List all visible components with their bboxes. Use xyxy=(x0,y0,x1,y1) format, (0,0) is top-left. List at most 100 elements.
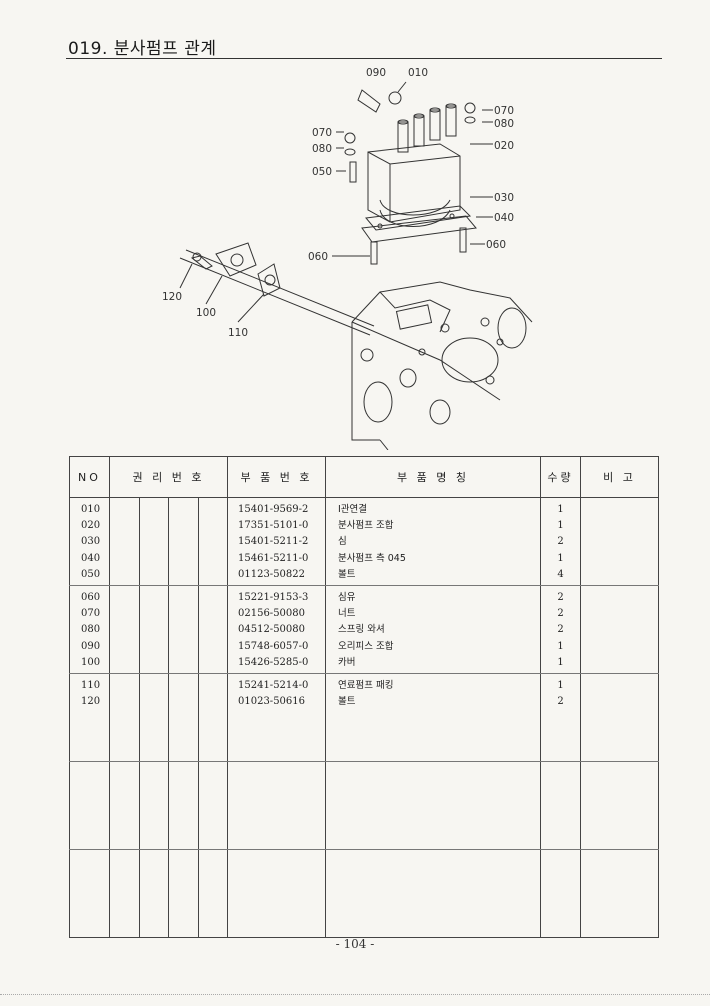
col-header-no: NO xyxy=(69,456,110,498)
rights-no-cell xyxy=(109,849,228,938)
title-underline xyxy=(66,58,662,59)
table-cell: 볼트 xyxy=(338,568,356,580)
qty-cell: 1 1 2 1 4 xyxy=(540,497,581,586)
remarks-cell xyxy=(580,585,659,674)
table-cell: 분사펌프 측 045 xyxy=(338,552,406,564)
callout-label: 090 xyxy=(366,67,386,79)
table-cell: 050 xyxy=(81,568,101,580)
part-no-cell xyxy=(227,849,326,938)
callout-label: 070 xyxy=(312,127,332,139)
table-cell: 스프링 와셔 xyxy=(338,624,385,636)
table-cell: 090 xyxy=(81,640,101,652)
table-cell: 오리피스 조합 xyxy=(338,640,394,652)
callout-label: 040 xyxy=(494,212,514,224)
remarks-cell xyxy=(580,849,659,938)
part-name-cell xyxy=(325,849,541,938)
no-cell: 060 070 080 090 100 xyxy=(69,585,110,674)
callout-label: 100 xyxy=(196,307,216,319)
table-cell: 1 xyxy=(557,552,564,564)
table-cell: 15401-9569-2 xyxy=(238,504,309,515)
table-cell: 010 xyxy=(81,504,101,515)
table-cell: 2 xyxy=(557,608,564,620)
table-cell: 심유 xyxy=(338,592,356,603)
table-cell: 심 xyxy=(338,536,347,548)
rights-no-cell xyxy=(109,761,228,850)
col-header-part-no: 부 품 번 호 xyxy=(227,456,326,498)
table-cell: 카버 xyxy=(338,656,356,668)
table-cell: 01023-50616 xyxy=(238,696,306,708)
callout-label: 010 xyxy=(408,67,428,79)
exploded-parts-diagram: 090 010 070 080 020 070 080 050 030 040 … xyxy=(162,67,533,450)
callout-label: 020 xyxy=(494,140,514,152)
table-cell: 060 xyxy=(81,592,101,603)
part-no-cell: 15221-9153-3 02156-50080 04512-50080 15748-… xyxy=(227,585,326,674)
remarks-cell xyxy=(580,673,659,762)
table-cell: 04512-50080 xyxy=(238,624,306,636)
page-number: - 104 - xyxy=(335,937,375,951)
rights-no-cell xyxy=(109,673,228,762)
table-cell: 02156-50080 xyxy=(238,608,306,620)
table-cell: 070 xyxy=(81,608,101,620)
col-header-qty: 수량 xyxy=(540,456,581,498)
qty-cell xyxy=(540,849,581,938)
callout-label: 110 xyxy=(228,327,248,339)
table-cell: 15401-5211-2 xyxy=(238,536,309,548)
table-cell: 020 xyxy=(81,520,101,532)
table-cell: 110 xyxy=(81,680,101,691)
rights-no-cell xyxy=(109,585,228,674)
table-cell: 15748-6057-0 xyxy=(238,640,309,652)
remarks-cell xyxy=(580,497,659,586)
callout-label: 080 xyxy=(312,143,332,155)
table-row-group xyxy=(69,849,659,938)
table-cell: 1 xyxy=(557,504,564,515)
col-header-remarks: 비 고 xyxy=(580,456,659,498)
table-cell: 분사펌프 조합 xyxy=(338,520,394,532)
part-no-cell xyxy=(227,761,326,850)
table-cell: 1 xyxy=(557,640,564,652)
table-cell: 100 xyxy=(81,656,101,668)
part-no-cell: 15401-9569-2 17351-5101-0 15401-5211-2 1546… xyxy=(227,497,326,586)
rights-no-cell xyxy=(109,497,228,586)
remarks-cell xyxy=(580,761,659,850)
callout-label: 070 xyxy=(494,105,514,117)
table-row-group xyxy=(69,761,659,850)
table-cell: 4 xyxy=(557,568,564,580)
col-header-part-name: 부 품 명 칭 xyxy=(325,456,541,498)
callout-label: 060 xyxy=(486,239,506,251)
table-cell: 01123-50822 xyxy=(238,568,306,580)
callout-label: 080 xyxy=(494,118,514,130)
callout-label: 030 xyxy=(494,192,514,204)
table-cell: 볼트 xyxy=(338,696,356,708)
part-name-cell xyxy=(325,761,541,850)
table-cell: 15461-5211-0 xyxy=(238,552,309,564)
qty-cell xyxy=(540,761,581,850)
part-no-cell: 15241-5214-0 01023-50616 xyxy=(227,673,326,762)
callout-label: 050 xyxy=(312,166,332,178)
table-cell: 2 xyxy=(557,696,564,708)
table-cell: 연료펌프 패킹 xyxy=(338,680,394,691)
page-title: 019. 분사펌프 관계 xyxy=(68,39,217,59)
table-cell: 15241-5214-0 xyxy=(238,680,309,691)
table-cell: 1 xyxy=(557,520,564,532)
table-row-group: 060 070 080 090 100 15221-9153-3 02156-50080 04… xyxy=(69,585,659,674)
page-edge xyxy=(0,994,710,998)
table-cell: 1 xyxy=(557,656,564,668)
table-cell: 17351-5101-0 xyxy=(238,520,309,532)
table-cell: 2 xyxy=(557,536,564,548)
no-cell xyxy=(69,849,110,938)
table-cell: 040 xyxy=(81,552,101,564)
table-cell: 1 xyxy=(557,680,564,691)
table-cell: 15221-9153-3 xyxy=(238,592,309,603)
table-cell: 120 xyxy=(81,696,101,708)
table-cell: 080 xyxy=(81,624,101,636)
